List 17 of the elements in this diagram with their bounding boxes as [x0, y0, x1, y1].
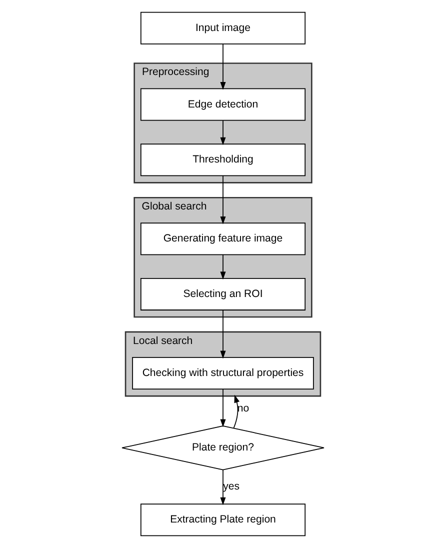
arrow	[220, 120, 226, 146]
arrow	[220, 44, 226, 90]
arrow	[220, 388, 226, 428]
arrow	[220, 176, 226, 224]
node-box: Checking with structural properties	[132, 356, 314, 390]
node-box: Generating feature image	[140, 222, 306, 256]
node-box: Thresholding	[140, 144, 306, 176]
node-box: Selecting an ROI	[140, 278, 306, 310]
node-diamond: Plate region?	[122, 425, 324, 470]
node-box: Extracting Plate region	[140, 504, 306, 536]
edge-label: no	[237, 402, 250, 414]
arrow	[220, 310, 226, 359]
node-box: Edge detection	[140, 88, 306, 121]
arrow	[233, 394, 240, 428]
arrow	[220, 254, 226, 280]
arrow	[220, 469, 226, 506]
node-box: Input image	[140, 12, 306, 44]
